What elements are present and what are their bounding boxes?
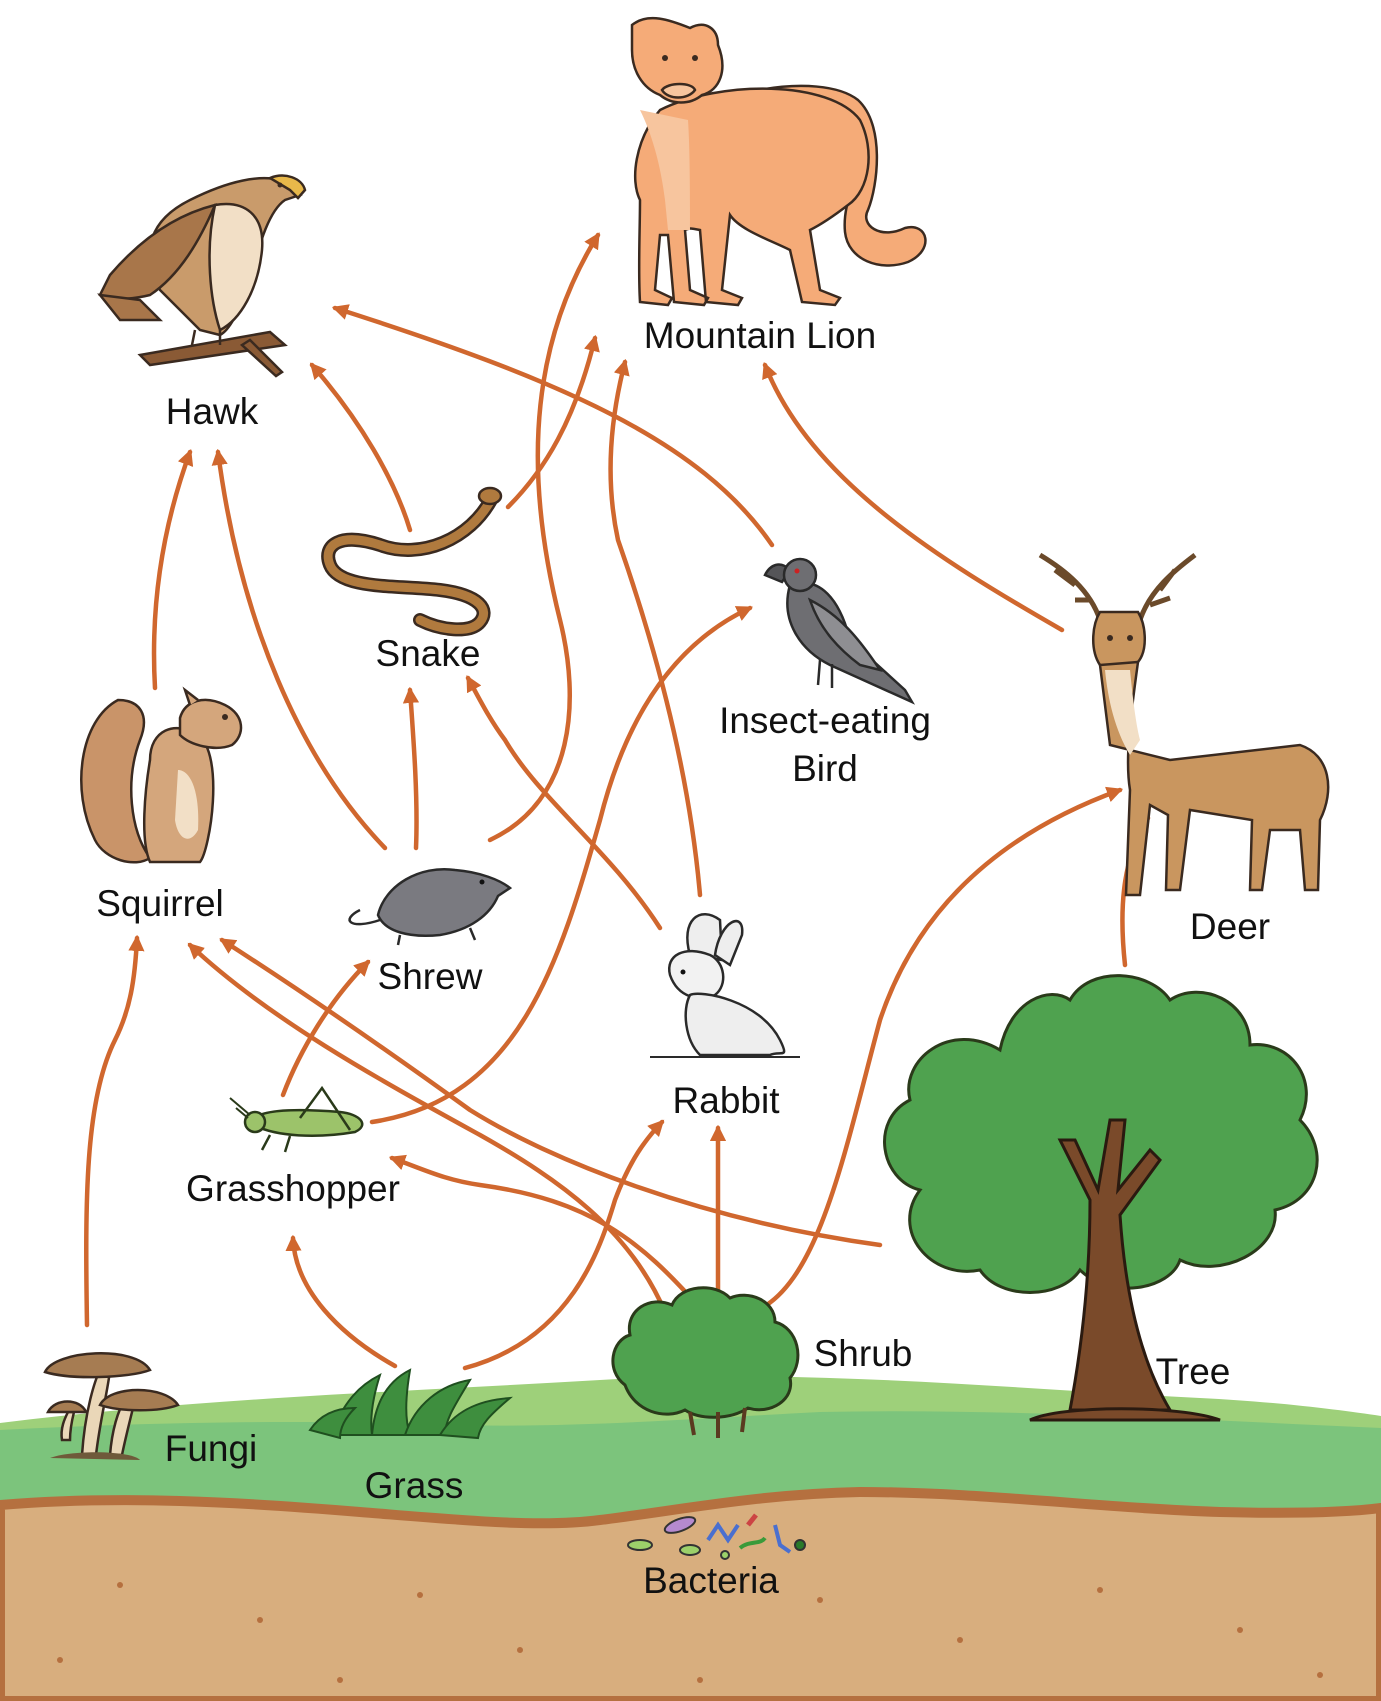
label-squirrel: Squirrel bbox=[96, 880, 224, 928]
label-insect-eating-bird-line2: Bird bbox=[719, 745, 931, 793]
label-grasshopper: Grasshopper bbox=[186, 1165, 400, 1213]
arrow-fungi-to-squirrel bbox=[86, 938, 137, 1325]
arrow-squirrel-to-hawk bbox=[154, 452, 190, 688]
tree-illustration bbox=[885, 976, 1318, 1420]
label-tree: Tree bbox=[1156, 1348, 1231, 1396]
label-mountain-lion: Mountain Lion bbox=[644, 312, 876, 360]
snake-illustration bbox=[328, 488, 501, 629]
label-grass: Grass bbox=[365, 1462, 464, 1510]
rabbit-illustration bbox=[650, 914, 800, 1057]
label-deer: Deer bbox=[1190, 903, 1270, 951]
arrow-rabbit-to-lion bbox=[611, 362, 700, 895]
label-shrub: Shrub bbox=[814, 1330, 913, 1378]
squirrel-illustration bbox=[81, 690, 241, 862]
arrow-grass-to-grasshopper bbox=[293, 1238, 395, 1366]
arrow-shrew-to-hawk bbox=[218, 452, 385, 848]
arrow-shrew-to-snake bbox=[410, 690, 417, 848]
shrew-illustration bbox=[350, 869, 510, 945]
label-bacteria: Bacteria bbox=[643, 1557, 779, 1605]
label-rabbit: Rabbit bbox=[673, 1077, 780, 1125]
arrow-snake-to-lion bbox=[508, 338, 595, 507]
label-fungi: Fungi bbox=[165, 1425, 258, 1473]
label-hawk: Hawk bbox=[166, 388, 259, 436]
grasshopper-illustration bbox=[230, 1088, 362, 1152]
label-insect-eating-bird: Insect-eating Bird bbox=[719, 697, 931, 793]
label-insect-eating-bird-line1: Insect-eating bbox=[719, 697, 931, 745]
arrow-snake-to-hawk bbox=[312, 365, 410, 530]
hawk-illustration bbox=[100, 176, 305, 376]
label-shrew: Shrew bbox=[378, 953, 483, 1001]
mountain-lion-illustration bbox=[632, 18, 925, 305]
insect-eating-bird-illustration bbox=[765, 559, 912, 702]
deer-illustration bbox=[1040, 555, 1328, 895]
arrow-shrew-to-lion bbox=[490, 235, 598, 840]
label-snake: Snake bbox=[376, 630, 481, 678]
